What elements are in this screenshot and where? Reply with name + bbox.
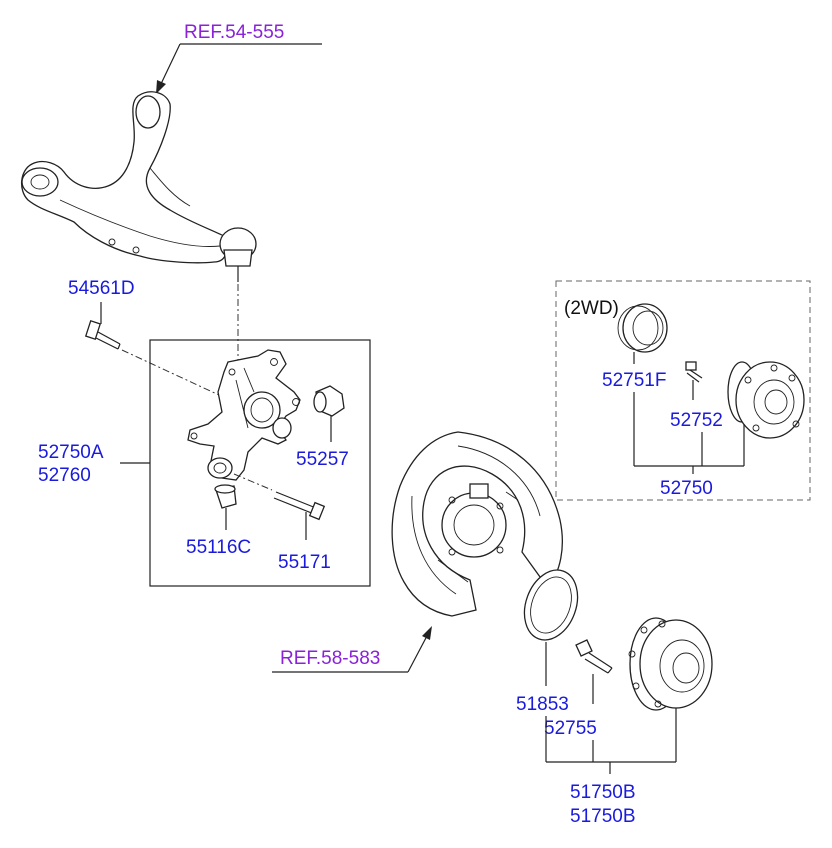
part-52755-label[interactable]: 52755 [544,718,597,739]
part-52750a-label[interactable]: 52750A [38,442,104,463]
hub-assembly-52750 [727,361,805,466]
backing-plate: REF.58-583 [272,431,563,673]
hub-assembly-51750b [628,617,713,762]
part-52750-label[interactable]: 52750 [660,478,713,499]
hub-bolt-52752: 52752 [670,361,723,431]
part-54561d-label[interactable]: 54561D [68,278,135,299]
part-52752-label[interactable]: 52752 [670,410,723,431]
part-52760-label[interactable]: 52760 [38,465,91,486]
cap-52751f: 52751F [602,303,668,391]
bolt-55171: 55171 [233,473,331,573]
bracket-51750b: 51750B 51750B [545,716,676,827]
steering-knuckle [187,349,301,481]
hub-bolt-52755: 52755 [544,639,613,739]
2wd-group-box [555,280,811,501]
bolt-54561d: 54561D [68,278,135,350]
part-52751f-label[interactable]: 52751F [602,370,666,391]
bushing-55257: 55257 [296,385,349,470]
part-55171-label[interactable]: 55171 [278,552,331,573]
bushing-55116c: 55116C [186,484,251,558]
variant-note-2wd[interactable]: (2WD) [564,298,619,319]
bracket-52750: 52750 [633,392,744,499]
part-51853-label[interactable]: 51853 [516,694,569,715]
oring-51853: 51853 [516,569,579,715]
part-55116c-label[interactable]: 55116C [186,537,251,558]
ref-backing-plate-label[interactable]: REF.58-583 [280,648,380,669]
ref-upper-arm-label[interactable]: REF.54-555 [184,22,284,43]
knuckle-labels: 52750A 52760 [38,442,150,486]
upper-control-arm: REF.54-555 [21,22,322,282]
part-51750b-label-1[interactable]: 51750B [570,782,636,803]
part-51750b-label-2[interactable]: 51750B [570,806,636,827]
part-55257-label[interactable]: 55257 [296,449,349,470]
